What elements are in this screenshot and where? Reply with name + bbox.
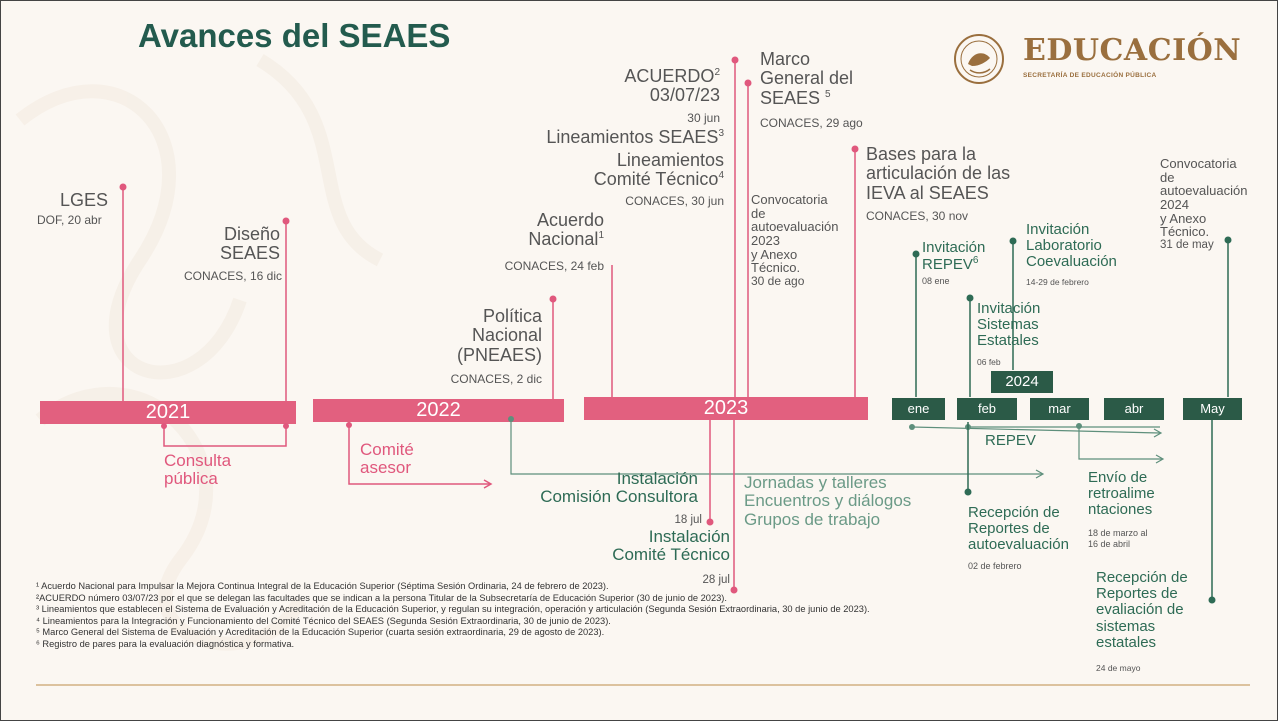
logo-subtitle: SECRETARÍA DE EDUCACIÓN PÚBLICA — [1023, 72, 1157, 79]
footnote-6: ⁶ Registro de pares para la evaluación d… — [36, 638, 295, 649]
instalacion-consultora-date: 18 jul — [674, 514, 703, 526]
year-bar-2021 — [40, 401, 296, 424]
acuerdo-nacional-title: Acuerdo Nacional1 — [528, 210, 604, 250]
month-may: May — [1183, 398, 1242, 420]
recepcion-eval-date: 24 de mayo — [1096, 663, 1141, 673]
month-mar: mar — [1030, 398, 1089, 420]
month-feb: feb — [957, 398, 1017, 420]
inv-repev-title: Invitación REPEV6 — [922, 239, 986, 274]
bases-date: CONACES, 30 nov — [866, 209, 969, 223]
marco-date: CONACES, 29 ago — [760, 116, 863, 130]
footnote-3: ³ Lineamientos que establecen el Sistema… — [36, 604, 870, 615]
inv-sistemas-date: 06 feb — [977, 357, 1001, 367]
year-2024: 2024 — [991, 371, 1053, 393]
inv-repev-date: 08 ene — [922, 276, 950, 286]
recepcion-auto-date: 02 de febrero — [968, 561, 1022, 571]
lineamientos-seaes-title: Lineamientos SEAES3 — [546, 127, 724, 147]
year-2021: 2021 — [145, 401, 191, 423]
background-ornament — [15, 54, 384, 651]
logo-text: EDUCACIÓN — [1023, 33, 1242, 68]
month-ene: ene — [892, 398, 945, 420]
page-title: Avances del SEAES — [138, 17, 451, 54]
lineamientos-comite-title: Lineamientos Comité Técnico4 — [593, 150, 724, 190]
footnote-4: ⁴ Lineamientos para la Integración y Fun… — [36, 615, 611, 626]
year-2022: 2022 — [416, 399, 461, 421]
lges-title: LGES — [60, 190, 109, 210]
seal-icon — [954, 34, 1004, 84]
inv-lab-date: 14-29 de febrero — [1026, 277, 1089, 287]
footnote-5: ⁵ Marco General del Sistema de Evaluació… — [36, 627, 605, 638]
year-bar-2022 — [313, 399, 564, 422]
politica-date: CONACES, 2 dic — [450, 372, 542, 386]
instalacion-comite-date: 28 jul — [702, 574, 731, 586]
lineamientos-comite-date: CONACES, 30 jun — [625, 194, 724, 208]
repev-label: REPEV — [985, 432, 1036, 449]
year-2023: 2023 — [703, 397, 749, 419]
month-abr: abr — [1104, 398, 1164, 420]
footnote-2: ²ACUERDO número 03/07/23 por el que se d… — [36, 592, 727, 603]
acuerdo-0307-date: 30 jun — [687, 111, 720, 125]
acuerdo-nacional-date: CONACES, 24 feb — [504, 259, 604, 273]
acuerdo-0307-title: ACUERDO2 03/07/23 — [624, 66, 720, 106]
footnote-1: ¹ Acuerdo Nacional para Impulsar la Mejo… — [36, 581, 609, 591]
diseno-date: CONACES, 16 dic — [183, 269, 282, 283]
lges-date: DOF, 20 abr — [37, 213, 102, 227]
footnotes: ¹ Acuerdo Nacional para Impulsar la Mejo… — [36, 581, 1046, 651]
year-bar-2023 — [584, 397, 868, 420]
